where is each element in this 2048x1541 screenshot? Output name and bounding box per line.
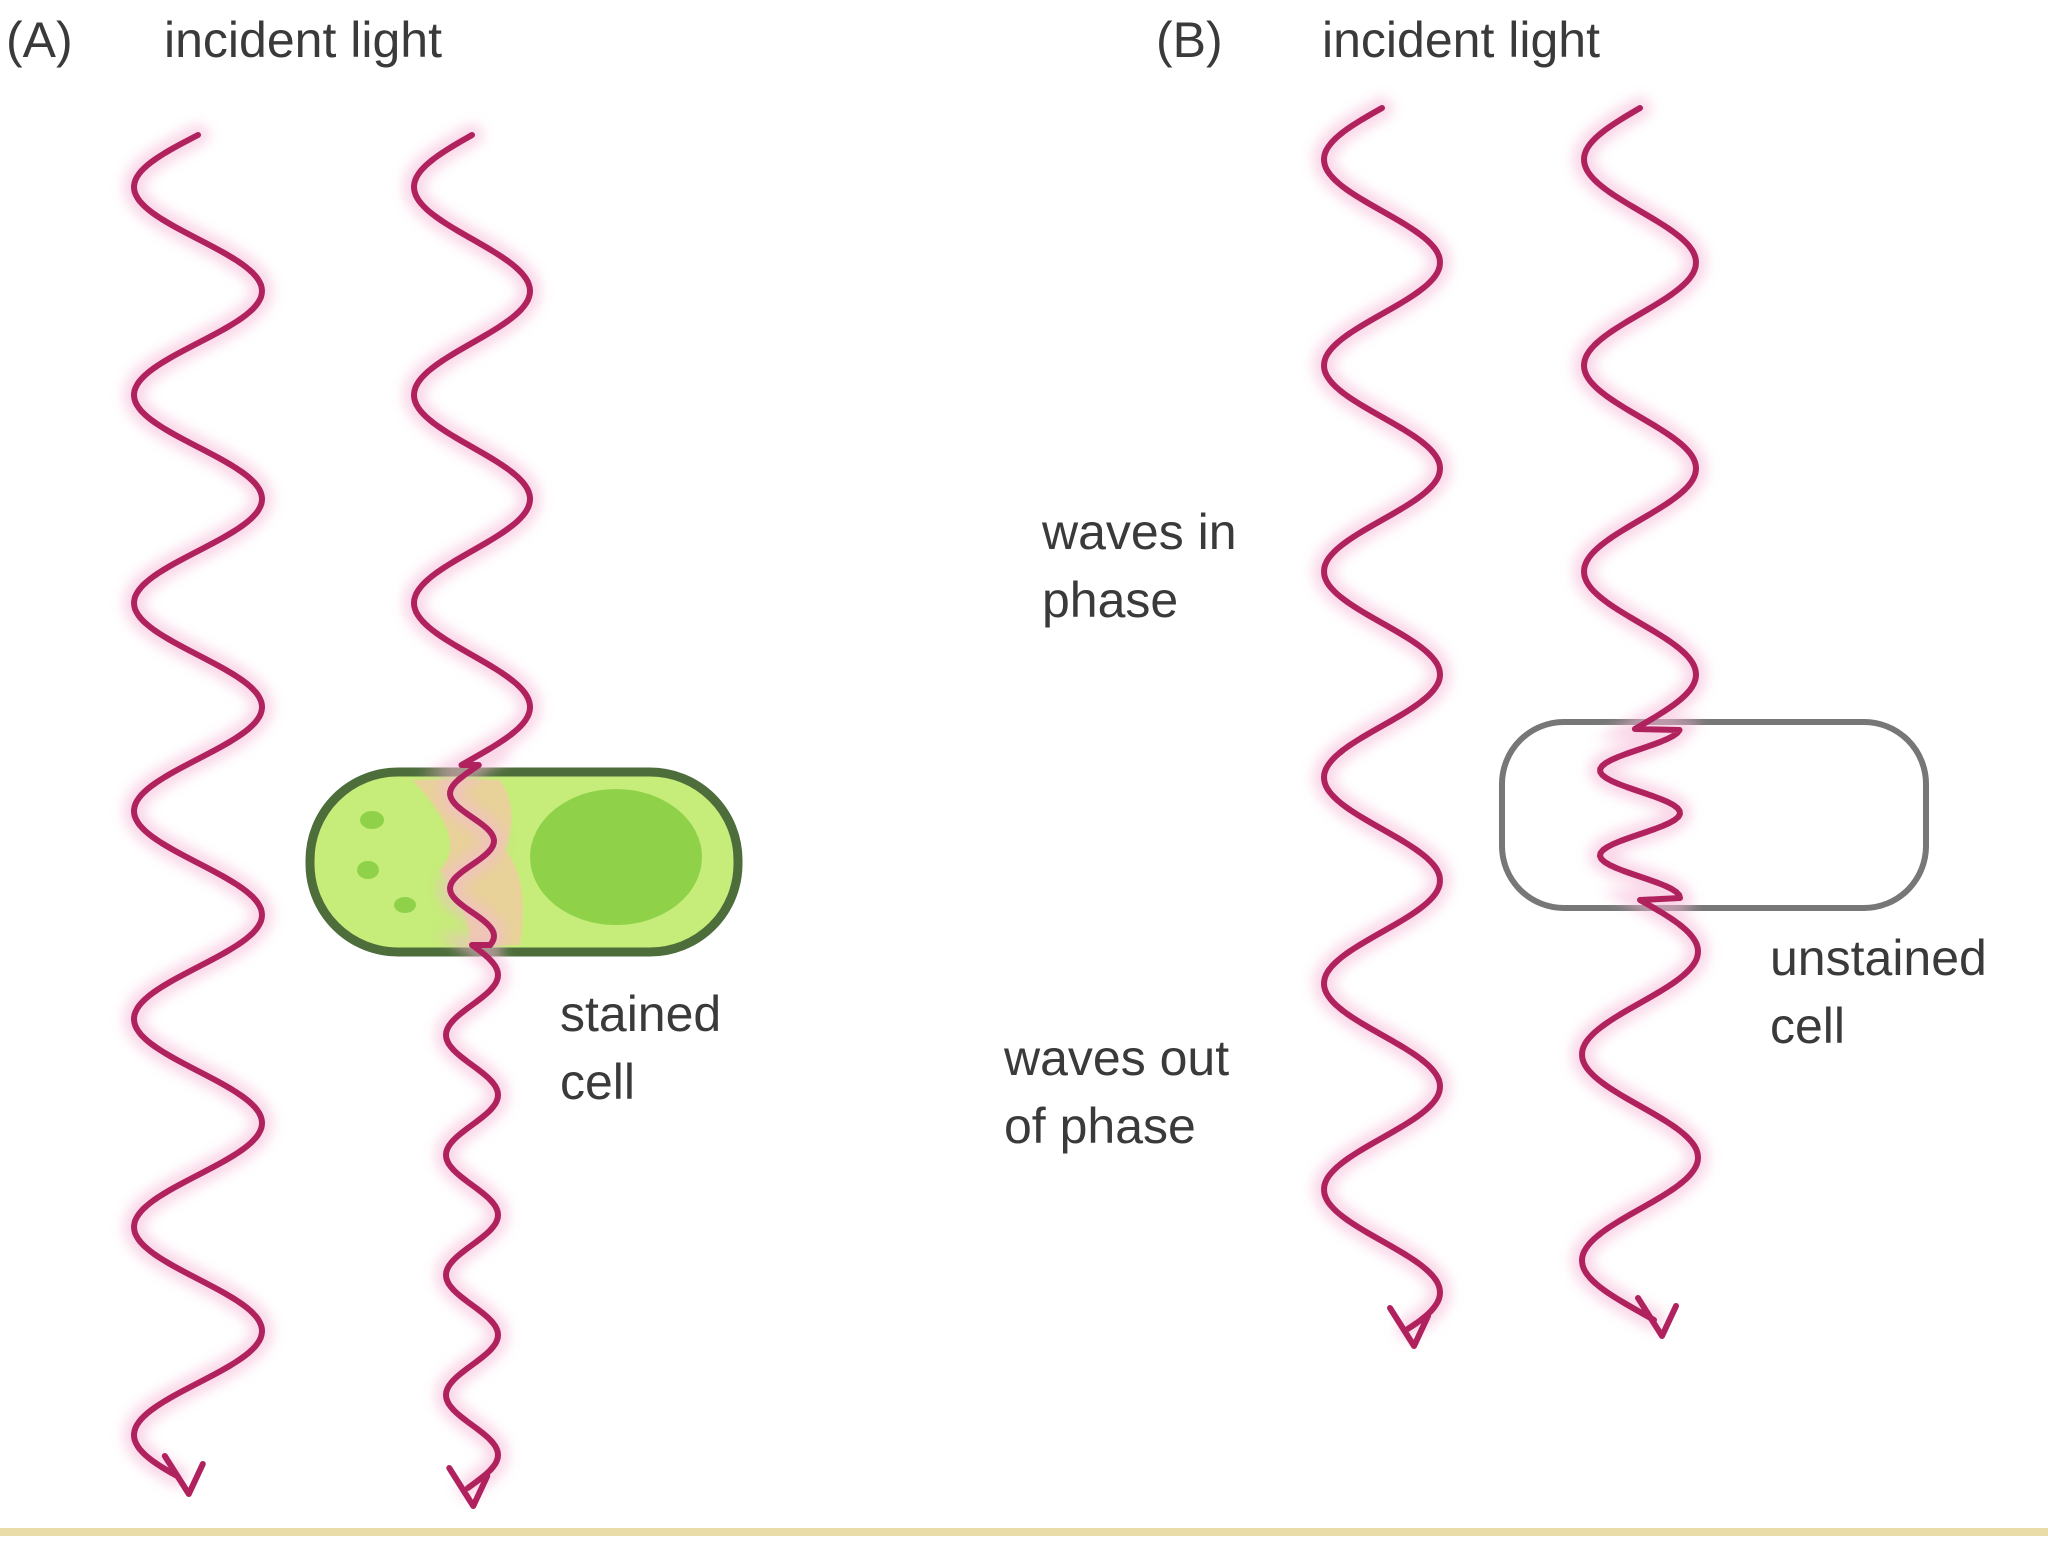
wave-a-right	[411, 132, 533, 1491]
stained-cell-granule	[394, 897, 416, 913]
unstained-cell-label-line2: cell	[1770, 998, 1846, 1054]
stained-cell-label-line1: stained	[560, 986, 722, 1042]
stained-cell	[305, 767, 743, 957]
panel-a-label: (A)	[6, 12, 73, 68]
stained-cell-granule	[360, 811, 384, 829]
wave-b-left	[1321, 105, 1443, 1332]
stained-cell-nucleus	[530, 789, 702, 925]
light-waves	[122, 97, 1710, 1509]
waves-out-of-phase-label: waves out of phase	[1004, 1024, 1229, 1160]
unstained-cell-label: unstained cell	[1770, 924, 1987, 1060]
panel-a-title: incident light	[164, 12, 442, 68]
unstained-cell-label-line1: unstained	[1770, 930, 1987, 986]
waves-in-phase-line1: waves in	[1042, 504, 1237, 560]
bottom-edge-strip	[0, 1528, 2048, 1536]
waves-out-of-phase-line1: waves out	[1004, 1030, 1230, 1086]
waves-in-phase-line2: phase	[1042, 572, 1179, 628]
stained-cell-label: stained cell	[560, 980, 721, 1116]
wave-b-right-arrowhead	[1635, 1295, 1680, 1339]
wave-a-left	[131, 132, 265, 1479]
waves-in-phase-label: waves in phase	[1042, 498, 1237, 634]
stained-cell-label-line2: cell	[560, 1054, 636, 1110]
panel-b-label: (B)	[1156, 12, 1223, 68]
wave-a-left-arrowhead	[161, 1453, 206, 1497]
stained-cell-granule	[357, 861, 379, 879]
wave-b-left-arrowhead	[1387, 1305, 1432, 1349]
waves-out-of-phase-line2: of phase	[1004, 1098, 1196, 1154]
wave-b-right	[1579, 105, 1701, 1323]
wave-a-left-glow	[122, 124, 274, 1487]
panel-b-title: incident light	[1322, 12, 1600, 68]
wave-a-right-arrowhead	[446, 1465, 491, 1509]
unstained-cell	[1499, 719, 1929, 911]
